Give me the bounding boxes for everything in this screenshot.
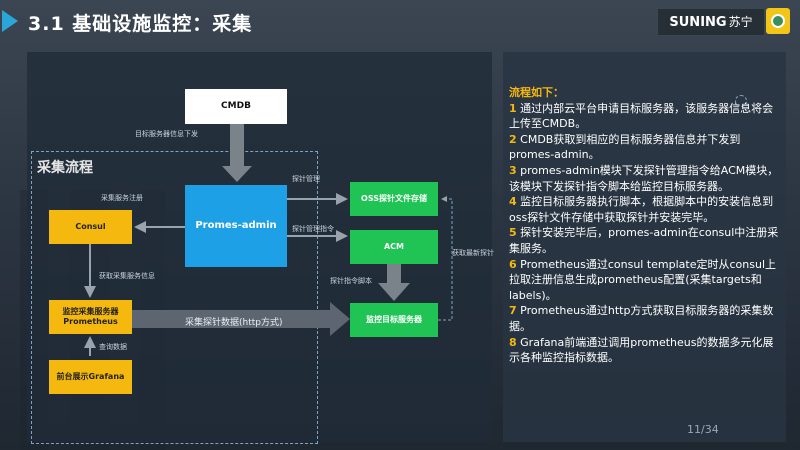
promes-admin-box: Promes-admin [185,185,287,267]
target-server-box: 监控目标服务器 [350,303,438,337]
prometheus-box: 监控采集服务器 Prometheus [49,300,132,334]
prometheus-box-line2: Prometheus [63,317,118,326]
consul-box: Consul [49,210,132,244]
collect-flow-title: 采集流程 [37,160,93,176]
mascot-avatar-icon [766,8,790,34]
label-collect-register: 采集服务注册 [101,194,143,202]
label-probe-script: 探针指令脚本 [330,277,372,285]
arrow-prometheus-to-target [132,302,350,336]
label-query-data: 查询数据 [99,343,127,351]
acm-box: ACM [350,230,438,264]
steps-heading: 流程如下： [509,86,564,99]
step-item: 3 promes-admin模块下发探针管理指令给ACM模块，该模块下发探针指令… [509,163,779,193]
step-item: 4 监控目标服务器执行脚本，根据脚本中的安装信息到oss探针文件存储中获取探针并… [509,195,774,224]
step-item: 7 Prometheus通过http方式获取目标服务器的采集数据。 [509,304,774,333]
oss-box: OSS探针文件存储 [350,182,438,216]
step-item: 8 Grafana前端通过调用prometheus的数据多元化展示各种监控指标数… [509,335,774,365]
play-triangle-icon [2,10,18,32]
page-number: 11/34 [687,423,719,436]
arrow-acm-to-target [378,264,410,301]
label-fetch-latest: 获取最新探针 [452,249,494,257]
grafana-box: 前台展示Grafana [49,360,132,394]
label-probe-manage-cmd: 探针管理指令 [292,225,334,233]
label-probe-manage: 探针管理 [292,175,320,183]
label-target-info: 目标服务器信息下发 [135,130,198,138]
label-fetch-collect: 获取采集服务信息 [99,272,155,280]
steps-panel [503,52,786,442]
step-item: 2 CMDB获取到相应的目标服务器信息并下发到promes-admin。 [509,132,741,162]
step-item: 6 Prometheus通过consul template定时从consul上拉… [509,257,777,302]
cmdb-box: CMDB [185,89,287,124]
brand-name-en: SUNING [669,15,727,30]
arrow-cmdb-to-promes [222,124,252,182]
step-item: 1 通过内部云平台申请目标服务器，该服务器信息将会上传至CMDB。 [509,101,774,131]
decorative-circle-icon [735,95,747,107]
brand-name-cn: 苏宁 [728,15,753,29]
prometheus-box-line1: 监控采集服务器 [62,307,119,317]
slide-title: 3.1 基础设施监控：采集 [28,13,253,35]
collect-flow-group [31,151,318,444]
step-item: 5 探针安装完毕后，promes-admin在consul中注册采集服务。 [509,226,779,255]
label-collect-probe-data: 采集探针数据(http方式) [185,318,283,328]
arrow-target-to-oss-dashed [438,196,453,321]
steps-list: 流程如下： 1 通过内部云平台申请目标服务器，该服务器信息将会上传至CMDB。 … [509,85,781,366]
